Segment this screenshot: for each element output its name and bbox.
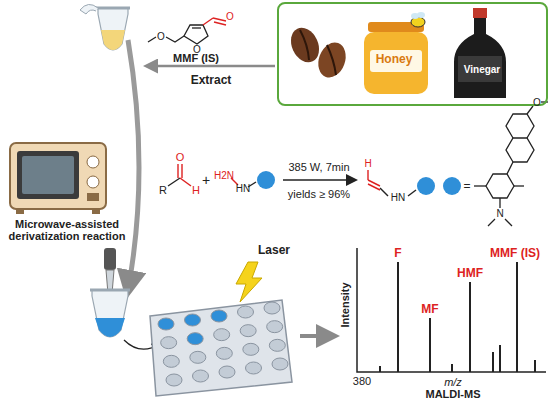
reagent-sphere [257,171,275,189]
node-text: Vinegar [452,64,512,75]
microwave-oven [10,143,106,214]
atom-label: O [193,45,201,55]
vinegar-bottle [454,8,506,98]
atom-label: HN [236,184,250,194]
plate-well [267,321,283,333]
plate-well [240,325,256,337]
process-arrow [300,334,332,338]
aldehyde-structure [168,164,191,186]
node-text: Microwave-assisted derivatization reacti… [0,218,134,242]
peak-label: F [394,247,401,259]
laser-bolt [236,262,262,302]
plate-well [214,329,230,341]
reaction-arrow [283,179,355,181]
atom-label: O [226,12,234,22]
plate-well [190,351,206,363]
node-text: Honey [363,53,425,66]
mmf-structure [148,18,226,44]
sample-panel: HoneyVinegar [277,2,548,106]
honey-jar [364,12,428,94]
equals-sign: = [463,180,470,192]
plate-well [187,333,203,345]
process-arrow [128,40,139,290]
maldi-plate [150,300,292,396]
plate-well [185,314,201,326]
atom-label: O [157,32,165,42]
axis-title: Intensity [340,282,351,327]
coffee-beans [286,23,351,81]
step-label: Extract [191,74,232,86]
extract-arrow [148,65,275,68]
plate-well [216,347,232,359]
sample-tube [90,290,130,337]
spectrum-axes [357,248,546,372]
atom-label: R [159,185,167,196]
sample-tube [80,4,130,50]
atom-label: H [192,185,200,196]
plate-well [238,306,254,318]
atom-label: H [364,159,371,169]
atom-label: HN [391,193,405,203]
technique-label: MALDI-MS [426,389,481,400]
plate-well [243,343,259,355]
plate-well [264,302,280,314]
reagent-sphere [417,177,435,195]
laser-label: Laser [258,244,290,256]
microwave-step: Microwave-assisted derivatization reacti… [0,136,134,248]
spectrum-peaks [380,262,535,372]
plate-well [246,362,262,374]
plate-well [158,318,174,330]
atom-label: N [496,209,503,219]
plate-well [166,374,182,386]
plate-well [272,358,288,370]
peak-label: HMF [457,267,483,279]
plate-well [161,337,177,349]
atom-label: O [533,98,541,108]
atom-label: O [176,152,185,163]
reagent-structure [474,102,548,226]
axis-title: m/z [444,377,462,388]
plate-well [219,366,235,378]
axis-tick: 380 [353,376,371,387]
plate-wells [158,302,288,386]
reagent-sphere [443,177,461,195]
plate-well [211,310,227,322]
atom-label: H2N [214,171,234,181]
peak-label: MF [421,303,438,315]
plate-well [163,355,179,367]
plate-well [269,339,285,351]
plus-sign: + [202,173,210,187]
peak-label: MMF (IS) [490,247,540,259]
reaction-condition: 385 W, 7min [288,162,349,173]
reaction-yield: yields ≥ 96% [288,189,350,200]
plate-well [193,370,209,382]
